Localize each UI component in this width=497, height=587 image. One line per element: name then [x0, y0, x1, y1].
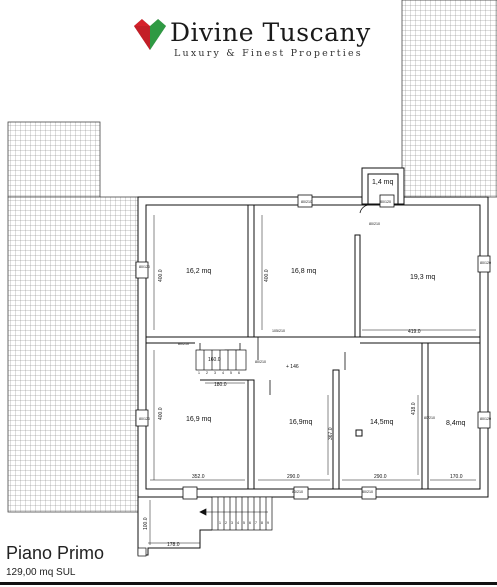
opening-10: 80/120 [380, 200, 391, 204]
walls [137, 167, 489, 498]
opening-11: 80/210 [424, 416, 435, 420]
outer-step-7: 7 [255, 521, 257, 525]
dim-400-a: 400.0 [158, 269, 164, 282]
room-labels: 16,2 mq 16,8 mq 19,3 mq 16,9 mq 16,9mq 1… [186, 179, 466, 427]
room-label-g: 8,4mq [446, 420, 466, 427]
inner-step-5: 5 [230, 371, 232, 375]
opening-labels: 80/210 80/210 80/120 80/120 80/120 80/12… [139, 200, 491, 494]
inner-step-3: 3 [214, 371, 216, 375]
floor-area: 129,00 mq SUL [6, 567, 76, 578]
dim-170: 170.0 [450, 474, 463, 480]
dim-178: 178.0 [167, 542, 180, 548]
room-label-b: 16,8 mq [291, 268, 316, 275]
dim-400-b: 400.0 [264, 269, 270, 282]
room-label-e: 16,9mq [289, 419, 312, 426]
opening-12: 80/210 [292, 490, 303, 494]
opening-4: 80/120 [480, 261, 491, 265]
level-mark: + 146 [286, 364, 299, 370]
opening-8: 105/210 [272, 329, 285, 333]
room-label-h: 1,4 mq [372, 179, 394, 186]
dim-100: 100.0 [143, 517, 149, 530]
diamond-logo-icon [134, 19, 166, 50]
opening-9: 80/210 [255, 360, 266, 364]
stair-numbers: 1 2 3 4 5 6 1 2 3 4 5 6 7 8 9 [198, 371, 269, 525]
opening-7: 80/210 [178, 342, 189, 346]
opening-3: 80/120 [139, 265, 150, 269]
inner-step-1: 1 [198, 371, 200, 375]
opening-1: 80/210 [301, 200, 312, 204]
outer-step-6: 6 [249, 521, 251, 525]
outer-step-5: 5 [243, 521, 245, 525]
roof-left [7, 196, 139, 513]
brand-name: Divine Tuscany [170, 18, 371, 47]
outer-step-9: 9 [267, 521, 269, 525]
outer-step-4: 4 [237, 521, 239, 525]
dimension-labels: 400.0 400.0 419.0 180.0 400.0 367.0 418.… [143, 269, 463, 548]
dim-290-a: 290.0 [287, 474, 300, 480]
inner-step-4: 4 [222, 371, 224, 375]
roof-top-left [7, 121, 101, 198]
inner-step-2: 2 [206, 371, 208, 375]
dim-352: 352.0 [192, 474, 205, 480]
dim-160: 160.0 [208, 357, 221, 363]
dim-290-b: 290.0 [374, 474, 387, 480]
room-label-c: 19,3 mq [410, 274, 435, 281]
opening-6: 80/120 [480, 417, 491, 421]
opening-13: 80/210 [362, 490, 373, 494]
interior-stairs [195, 349, 247, 371]
dim-418: 418.0 [411, 402, 417, 415]
inner-step-6: 6 [238, 371, 240, 375]
dim-367: 367.0 [328, 427, 334, 440]
bottom-divider [0, 582, 497, 585]
dim-180: 180.0 [214, 382, 227, 388]
roof-right [401, 0, 497, 198]
room-label-f: 14,5mq [370, 419, 393, 426]
room-label-d: 16,9 mq [186, 416, 211, 423]
outer-step-2: 2 [225, 521, 227, 525]
dim-419: 419.0 [408, 329, 421, 335]
brand-logo: Divine Tuscany Luxury & Finest Propertie… [130, 16, 375, 64]
dimension-lines [148, 215, 476, 545]
opening-5: 80/120 [139, 417, 150, 421]
opening-2: 80/210 [369, 222, 380, 226]
floor-title: Piano Primo [6, 543, 105, 563]
room-label-a: 16,2 mq [186, 268, 211, 275]
exterior-stairs [137, 496, 273, 557]
outer-step-8: 8 [261, 521, 263, 525]
brand-tagline: Luxury & Finest Properties [174, 48, 363, 59]
outer-step-1: 1 [219, 521, 221, 525]
outer-step-3: 3 [231, 521, 233, 525]
roof-areas [7, 0, 497, 513]
dim-400-c: 400.0 [158, 407, 164, 420]
windows [135, 194, 491, 500]
